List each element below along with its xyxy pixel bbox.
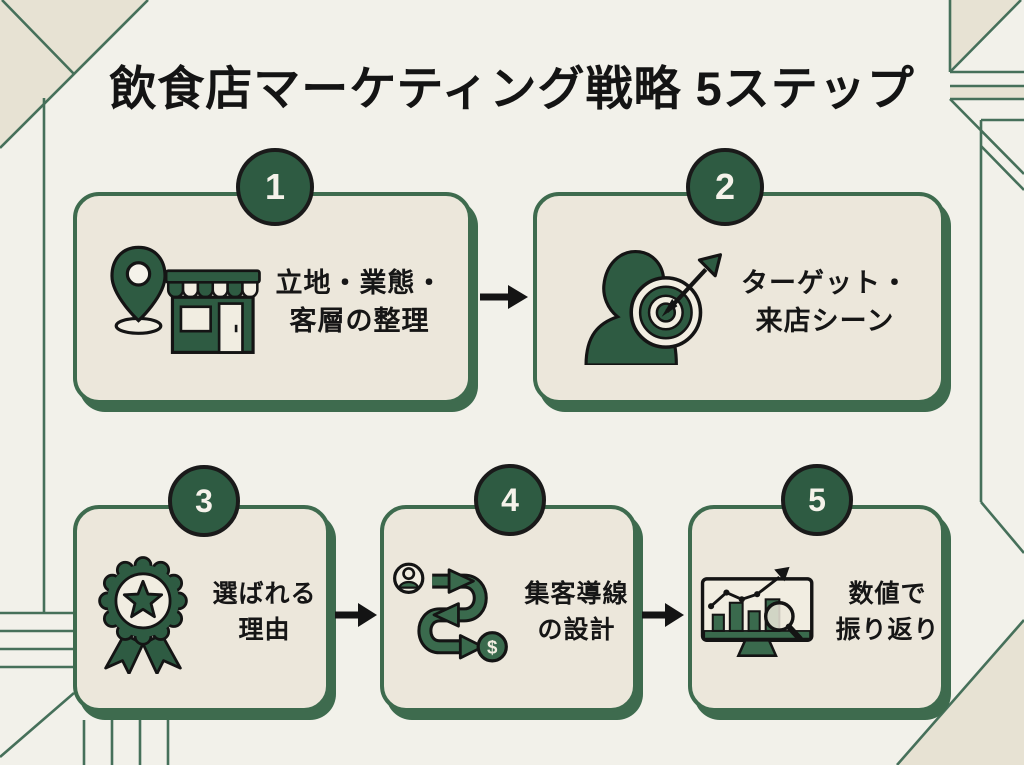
flow-arrow-2 [335,603,377,627]
step-card-5: 数値で 振り返り [688,505,945,712]
target-audience-icon [569,239,727,365]
step-card-4: $ 集客導線 の設計 [380,505,637,712]
step-label-3: 選ばれる 理由 [212,580,317,644]
dollar-symbol: $ [487,636,498,657]
step-card-2: ターゲット・ 来店シーン [533,192,945,404]
award-ribbon-icon [87,552,199,674]
step-label-4: 集客導線 の設計 [524,580,629,644]
step-number-badge-1: 1 [236,148,314,226]
step-card-1: 立地・業態・ 客層の整理 [73,192,472,404]
customer-flow-icon: $ [389,555,511,671]
step-number-badge-2: 2 [686,148,764,226]
step-number-badge-4: 4 [474,464,546,536]
step-card-3: 選ばれる 理由 [73,505,330,712]
step-number-badge-5: 5 [781,464,853,536]
step-number-badge-3: 3 [168,465,240,537]
analytics-review-icon [694,558,822,668]
location-store-icon [102,241,262,363]
page-title: 飲食店マーケティング戦略 5ステップ [109,62,915,115]
step-label-1: 立地・業態・ 客層の整理 [275,267,444,336]
flow-arrow-3 [642,603,684,627]
flow-arrow-1 [480,285,528,309]
step-label-2: ターゲット・ 来店シーン [741,267,909,336]
step-label-5: 数値で 振り返り [835,580,940,644]
